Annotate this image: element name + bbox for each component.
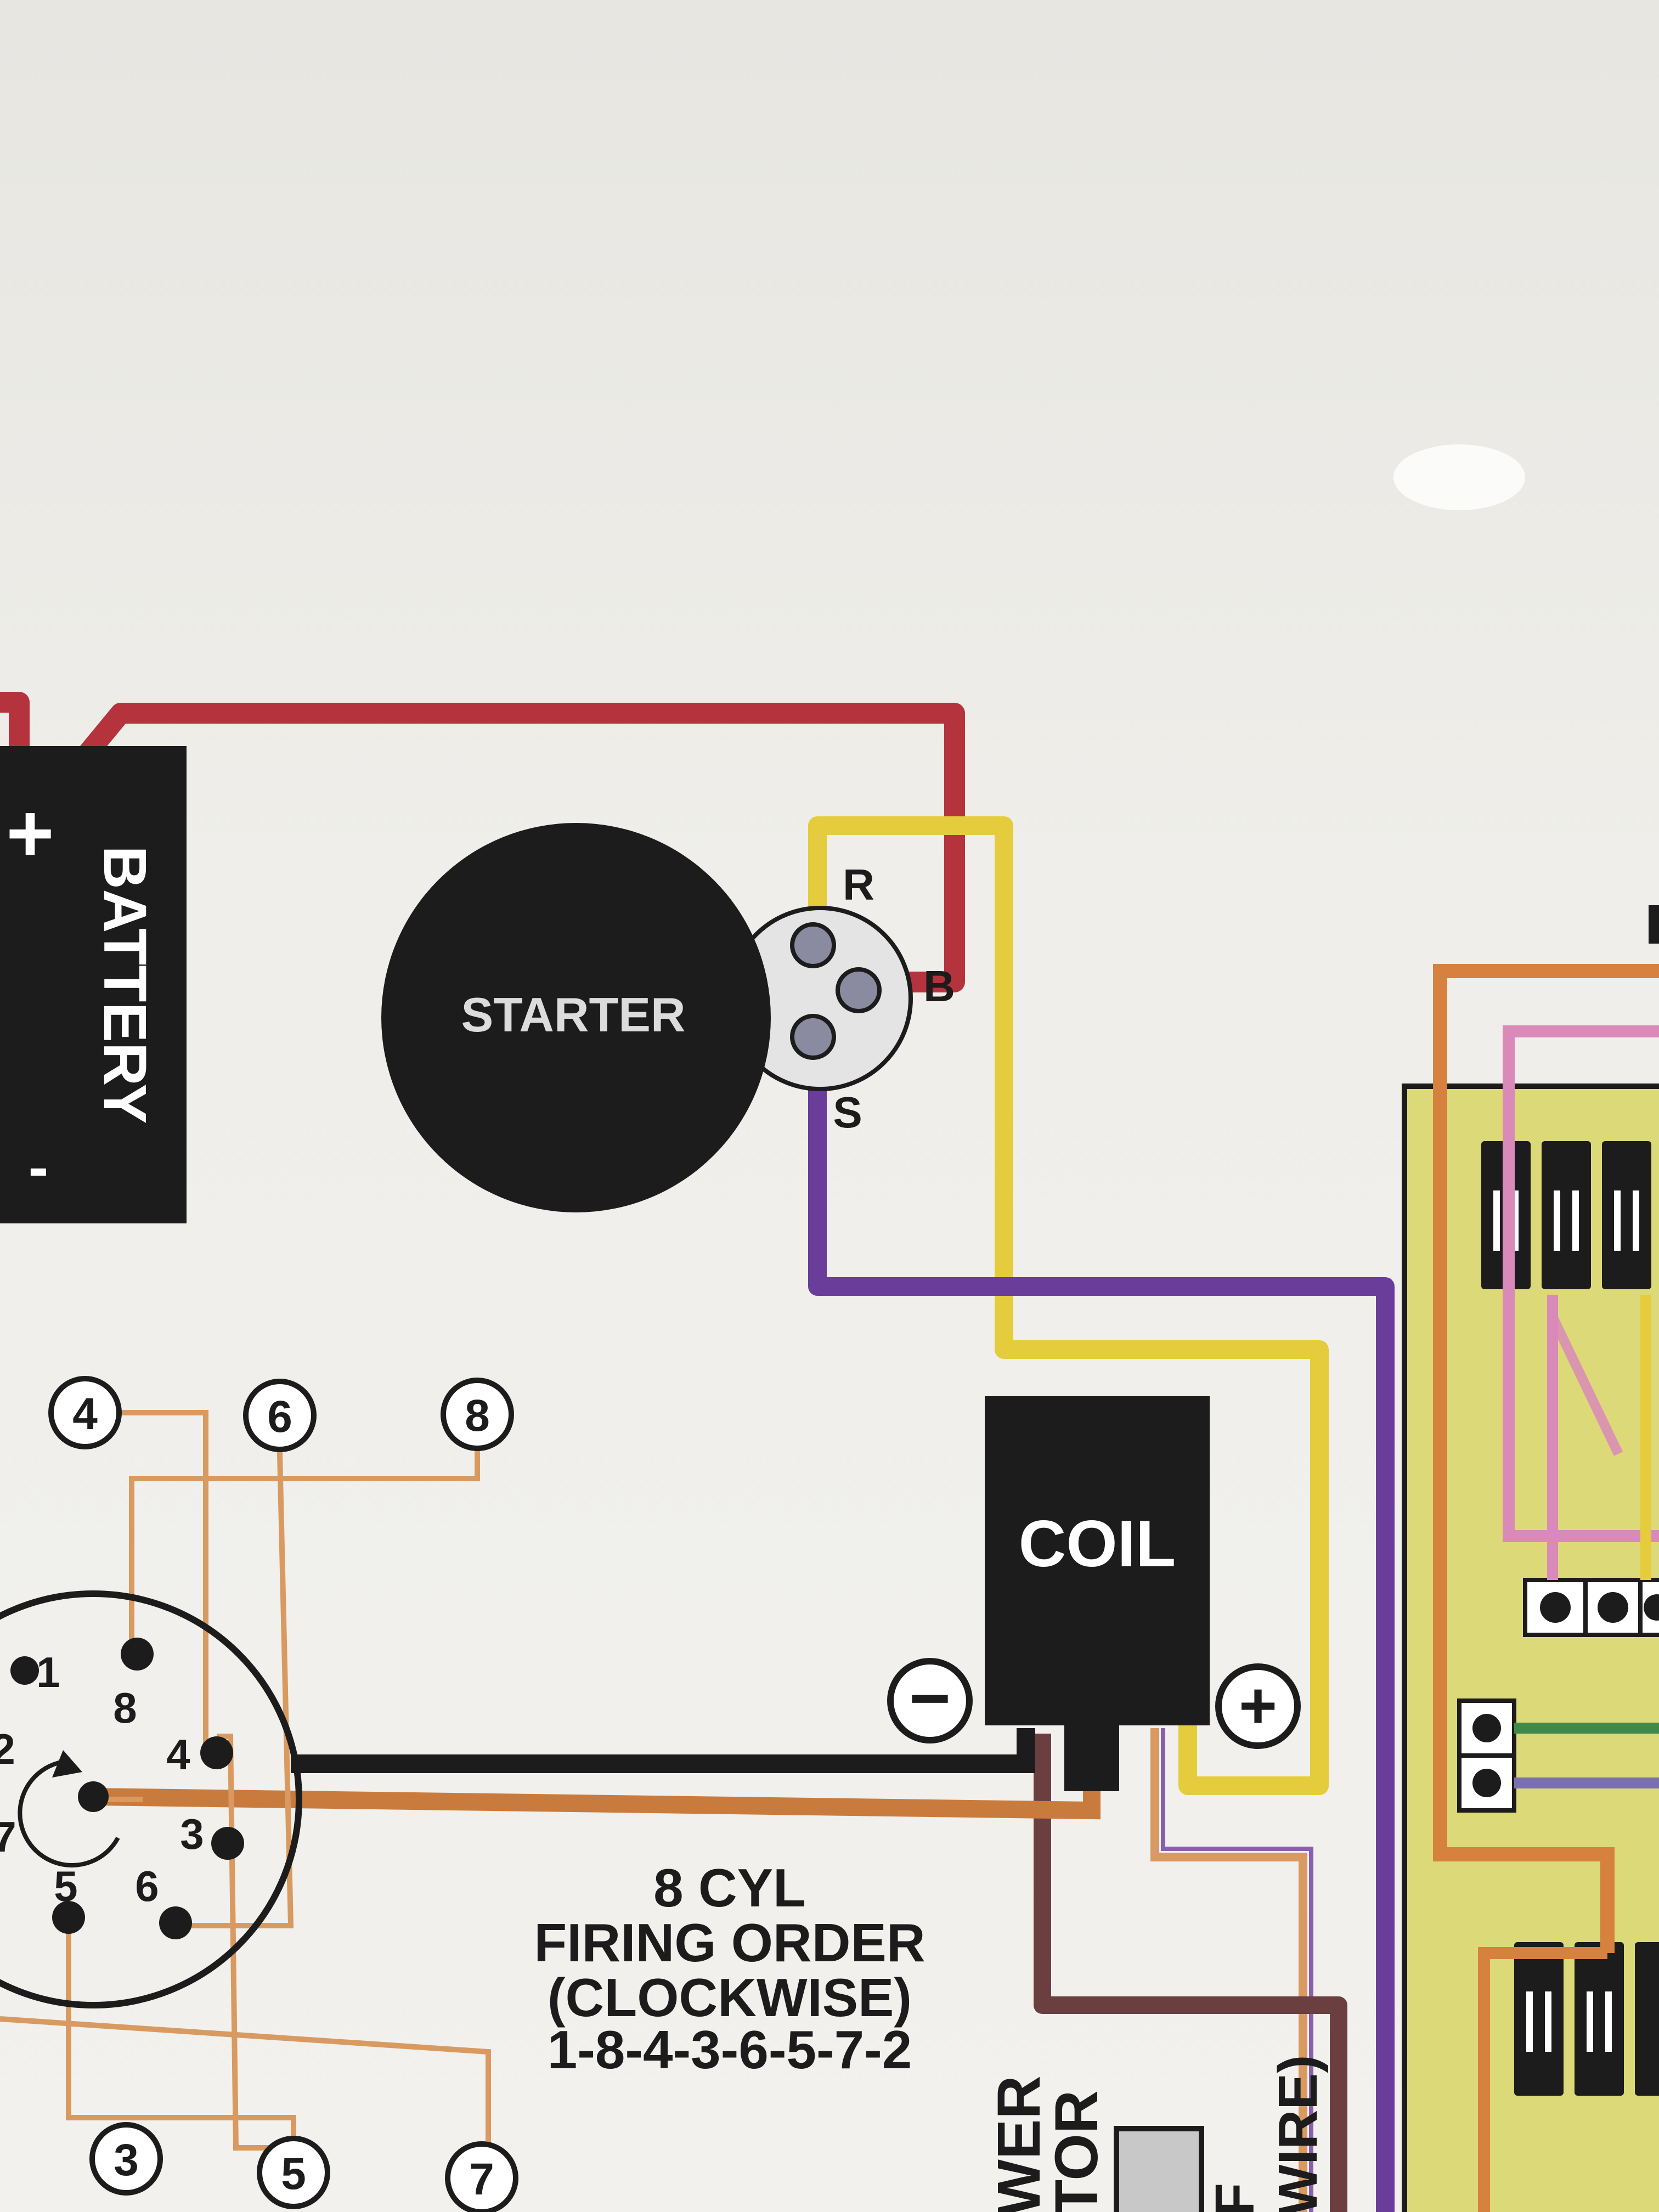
battery-negative-label: - bbox=[29, 1133, 49, 1201]
firing-order-line2: FIRING ORDER bbox=[534, 1912, 925, 1973]
spark-plug-markers: 4 6 8 3 5 7 bbox=[48, 1376, 518, 2212]
dist-terminal-6 bbox=[159, 1906, 192, 1939]
plug-marker-4 bbox=[48, 1376, 122, 1449]
plug-wire-7 bbox=[0, 2016, 491, 2145]
fuse-feed-wire-lower bbox=[1478, 1947, 1607, 2212]
plug-label-6: 6 bbox=[267, 1392, 292, 1442]
pink-wire-diagonal bbox=[1548, 1314, 1623, 1456]
ignition-r-wire bbox=[808, 816, 1329, 1795]
plug-label-7: 7 bbox=[469, 2154, 494, 2204]
rotation-arrow-icon bbox=[18, 1759, 120, 1867]
edge-letter: F bbox=[1204, 2183, 1266, 2212]
power-resistor: WER TOR F WIRE) bbox=[985, 2055, 1329, 2212]
plug-marker-7 bbox=[445, 2141, 518, 2212]
coil-tower bbox=[1064, 1723, 1119, 1791]
pink-wire bbox=[1503, 1025, 1659, 1542]
dist-label-7: 7 bbox=[0, 1813, 16, 1861]
plug-marker-5 bbox=[257, 2136, 330, 2209]
starter-s-label: S bbox=[833, 1088, 862, 1137]
dist-label-4: 4 bbox=[166, 1730, 190, 1779]
dist-terminal-1 bbox=[10, 1656, 39, 1685]
dist-label-3: 3 bbox=[180, 1810, 204, 1858]
dist-terminal-3 bbox=[211, 1827, 244, 1860]
distributor-cap bbox=[0, 1590, 302, 2008]
starter-terminal-r bbox=[790, 922, 836, 968]
coil-negative-label: − bbox=[909, 1658, 951, 1738]
battery: + - BATTERY bbox=[0, 746, 187, 1223]
coil-positive-terminal bbox=[1215, 1663, 1301, 1749]
power-label-line1: WER bbox=[985, 2075, 1053, 2212]
starter-r-label: R bbox=[843, 860, 874, 909]
coil-label: COIL bbox=[1019, 1507, 1176, 1581]
power-label-line2: TOR bbox=[1043, 2090, 1110, 2212]
resistor-body bbox=[1114, 2126, 1204, 2212]
coil-positive-label: + bbox=[1239, 1669, 1277, 1742]
plug-label-3: 3 bbox=[114, 2135, 139, 2185]
side-connector bbox=[1457, 1699, 1516, 1813]
fuse-block-bottom bbox=[1514, 1942, 1659, 2096]
coil-thin-wire-inner bbox=[1161, 1728, 1313, 2212]
rotor-center bbox=[78, 1781, 109, 1812]
edge-mark bbox=[1649, 905, 1659, 944]
starter-motor bbox=[381, 823, 771, 1212]
fuse-feed-wire bbox=[1433, 964, 1659, 1953]
wire-label: WIRE) bbox=[1267, 2055, 1329, 2212]
coil: COIL − + bbox=[887, 1396, 1301, 1791]
battery-positive-label: + bbox=[6, 787, 54, 879]
dist-terminal-4 bbox=[200, 1736, 233, 1769]
battery-body bbox=[0, 746, 187, 1223]
coil-negative-wire bbox=[291, 1728, 1035, 1773]
coil-body bbox=[985, 1396, 1210, 1725]
starter-b-label: B bbox=[923, 962, 955, 1011]
starter: STARTER R B S bbox=[381, 823, 955, 1212]
dist-terminal-5 bbox=[52, 1901, 85, 1934]
plug-label-8: 8 bbox=[465, 1391, 490, 1441]
starter-label: STARTER bbox=[461, 988, 685, 1042]
dist-label-6: 6 bbox=[135, 1862, 159, 1910]
dist-label-5: 5 bbox=[54, 1862, 77, 1910]
coil-thin-wire-outer bbox=[1150, 1728, 1307, 2212]
dist-label-8: 8 bbox=[113, 1684, 137, 1732]
ballast-wire bbox=[1034, 1734, 1347, 2212]
distributor: 1 8 4 3 6 5 7 2 bbox=[0, 1590, 302, 2008]
start-s-wire bbox=[808, 1037, 1395, 2212]
starter-terminal-b bbox=[836, 967, 882, 1013]
plug-label-5: 5 bbox=[281, 2149, 306, 2199]
battery-label: BATTERY bbox=[91, 845, 159, 1124]
firing-order-line1: 8 CYL bbox=[653, 1858, 806, 1918]
rotation-arrowhead-icon bbox=[52, 1750, 82, 1778]
fuse-block-top bbox=[1481, 1141, 1651, 1289]
starter-terminal-s bbox=[790, 1014, 836, 1060]
plug-marker-3 bbox=[89, 2122, 163, 2196]
terminal-strip bbox=[1523, 1578, 1659, 1637]
glare-highlight bbox=[1393, 444, 1525, 510]
plug-marker-8 bbox=[441, 1378, 514, 1451]
firing-order-line4: 1-8-4-3-6-5-7-2 bbox=[548, 2019, 912, 2080]
plug-label-4: 4 bbox=[72, 1389, 98, 1439]
firing-order-line3: (CLOCKWISE) bbox=[548, 1967, 912, 2028]
coil-negative-terminal bbox=[887, 1658, 973, 1743]
firing-order-block: 8 CYL FIRING ORDER (CLOCKWISE) 1-8-4-3-6… bbox=[534, 1858, 925, 2080]
spark-plug-wires bbox=[0, 1410, 491, 2162]
plug-wire-4 bbox=[101, 1410, 208, 1753]
plug-wire-8 bbox=[129, 1440, 480, 1649]
dist-label-2: 2 bbox=[0, 1725, 15, 1773]
plug-marker-6 bbox=[243, 1379, 317, 1452]
dist-terminal-8 bbox=[121, 1638, 154, 1671]
dist-label-1: 1 bbox=[36, 1648, 60, 1696]
